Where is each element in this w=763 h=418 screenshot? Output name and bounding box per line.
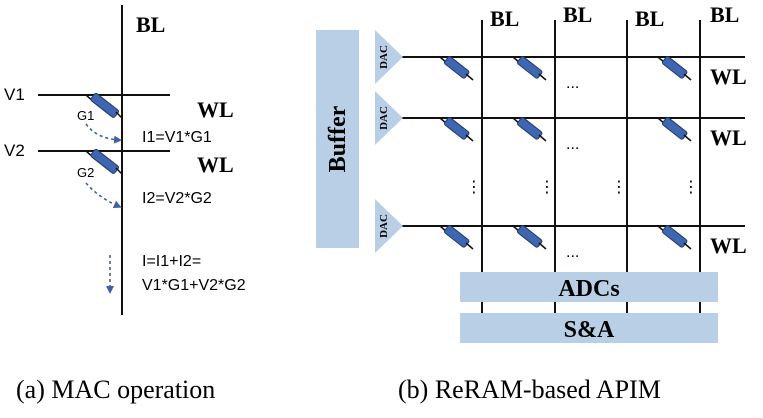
bl-label-2: BL (563, 2, 592, 27)
sa-label: S&A (564, 317, 615, 343)
sum-equation-line1: I=I1+I2= (142, 253, 201, 270)
reram-cell-r3c2 (512, 225, 547, 250)
adcs-block (460, 272, 718, 302)
v2-label: V2 (4, 141, 25, 160)
g1-label: G1 (77, 108, 94, 123)
sa-block (460, 313, 718, 343)
ellipsis-v-2: ⋮ (539, 179, 555, 196)
reram-cell-r2c4 (657, 117, 692, 142)
left-cell-2 (85, 148, 123, 175)
i1-equation: I1=V1*G1 (142, 129, 212, 146)
dac-label-1: DAC (378, 45, 390, 69)
ellipsis-h-3: ... (566, 244, 579, 261)
bl-label-3: BL (635, 6, 664, 31)
reram-cell-r1c2 (512, 56, 547, 81)
dac-2: DAC (375, 91, 403, 145)
caption-a: (a) MAC operation (16, 375, 215, 404)
sum-equation-line2: V1*G1+V2*G2 (142, 277, 246, 294)
dac-label-3: DAC (378, 214, 390, 238)
ellipsis-v-3: ⋮ (611, 179, 627, 196)
wl-label-3: WL (710, 233, 747, 258)
wl-label-2: WL (710, 125, 747, 150)
dac-label-2: DAC (378, 106, 390, 130)
buffer-label: Buffer (325, 105, 351, 172)
v1-label: V1 (4, 85, 25, 104)
left-bl-label: BL (136, 12, 165, 37)
panel-mac-operation: BL V1 V2 G1 G2 WL WL I1=V1*G1 I2=V2*G2 I… (4, 5, 246, 404)
caption-b: (b) ReRAM-based APIM (398, 375, 661, 404)
ellipsis-v-4: ⋮ (683, 179, 699, 196)
wl-label-1: WL (710, 64, 747, 89)
panel-reram-apim: Buffer BL BL BL BL WL WL WL DAC DAC (316, 2, 747, 404)
adcs-label: ADCs (558, 276, 619, 302)
ellipsis-h-2: ... (566, 136, 579, 153)
dac-1: DAC (375, 30, 403, 84)
reram-cell-r3c4 (657, 225, 692, 250)
reram-cell-r3c1 (439, 225, 474, 250)
current-arrow-1 (85, 123, 122, 144)
g2-label: G2 (77, 165, 94, 180)
reram-cell-r1c1 (439, 56, 474, 81)
wl-label-left-1: WL (197, 97, 234, 122)
bl-label-4: BL (710, 2, 739, 27)
ellipsis-v-1: ⋮ (466, 179, 482, 196)
left-cell-1 (85, 92, 123, 119)
bl-label-1: BL (490, 6, 519, 31)
ellipsis-h-1: ... (566, 75, 579, 92)
dac-3: DAC (375, 199, 403, 253)
current-arrow-2 (85, 182, 122, 209)
i2-equation: I2=V2*G2 (142, 190, 212, 207)
reram-cell-r1c4 (657, 56, 692, 81)
reram-cell-r2c1 (439, 117, 474, 142)
wl-label-left-2: WL (197, 152, 234, 177)
reram-cell-r2c2 (512, 117, 547, 142)
buffer-block (316, 30, 359, 248)
